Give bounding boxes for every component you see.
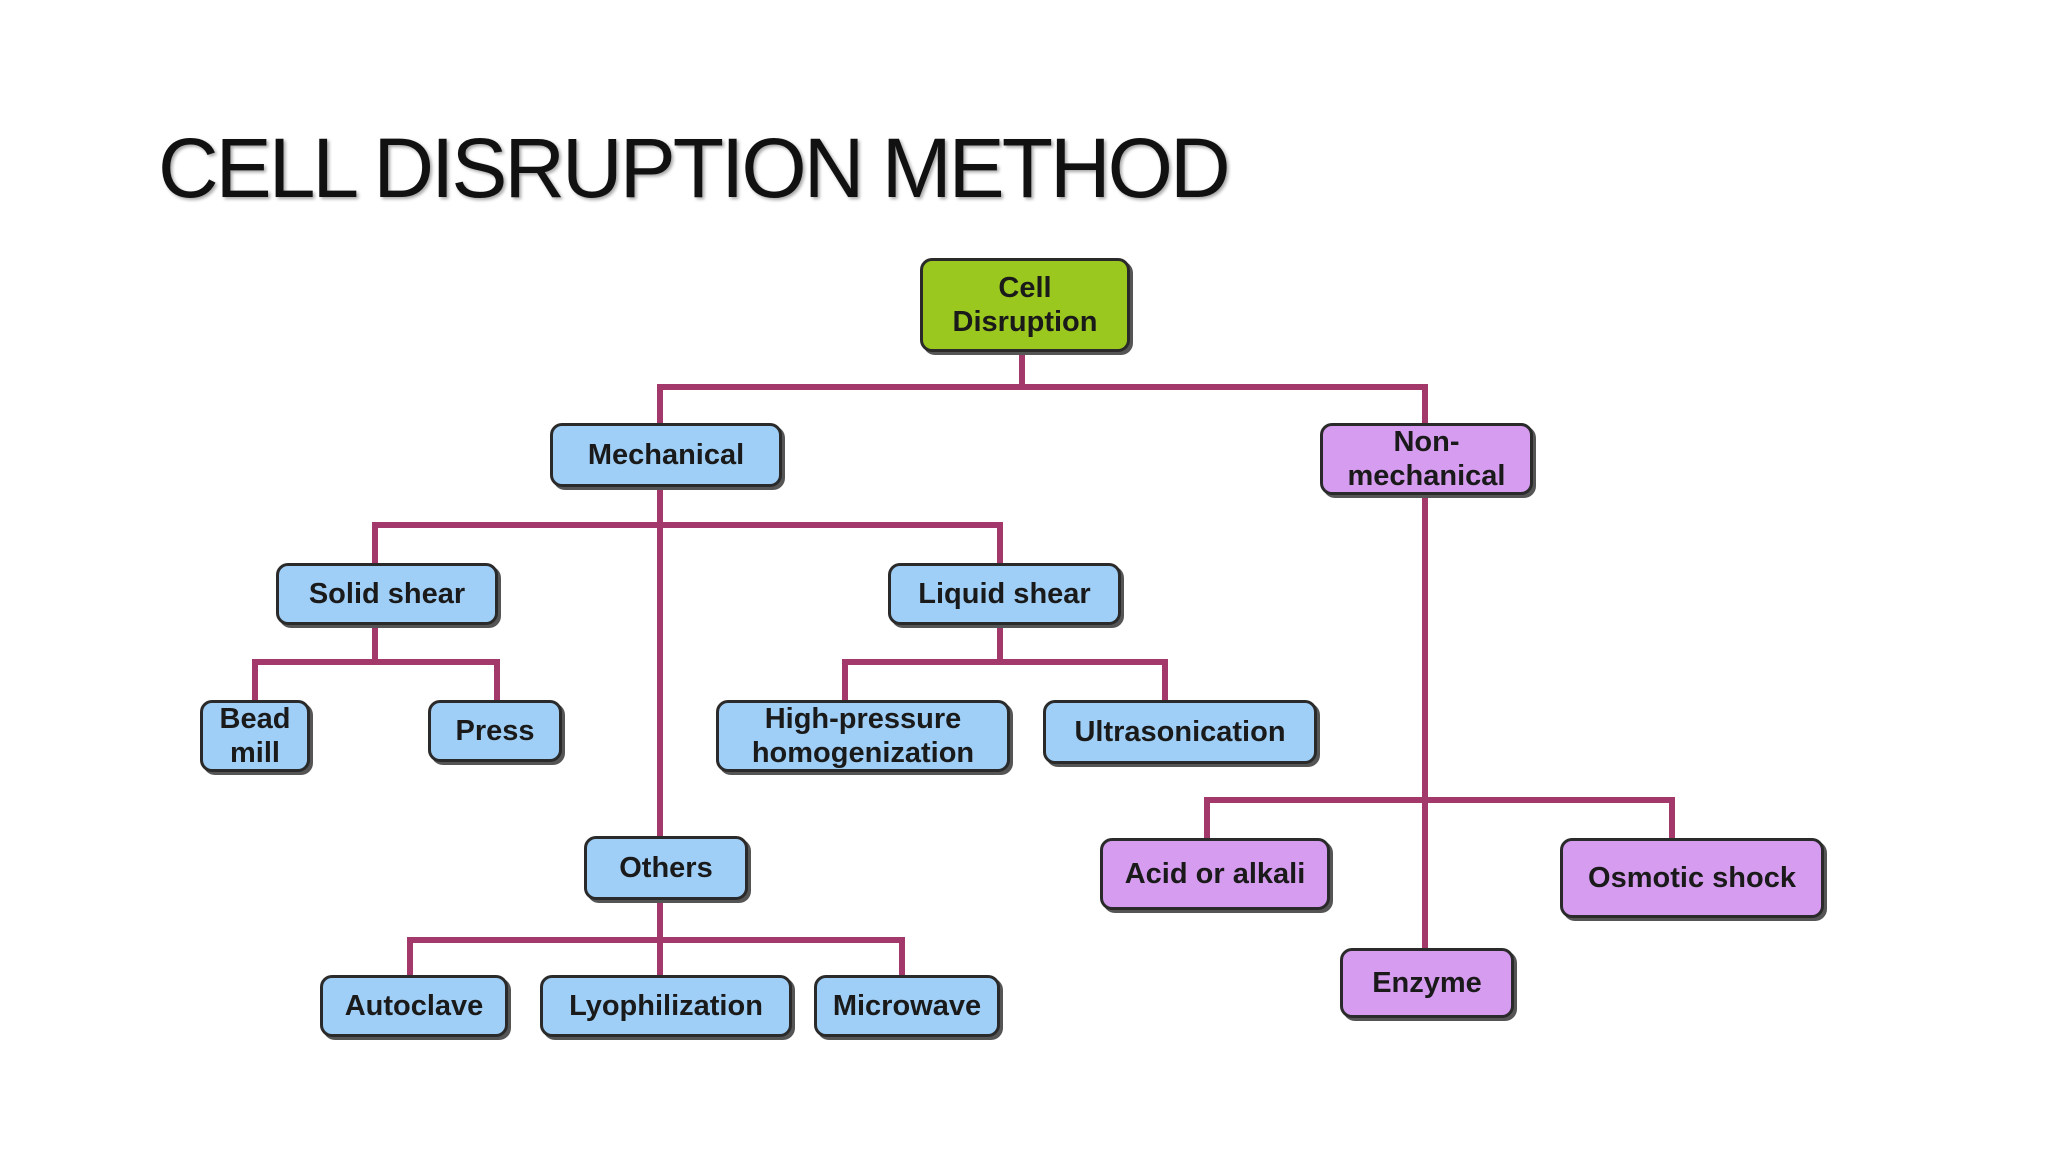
node-ultrasonication: Ultrasonication — [1043, 700, 1317, 764]
slide-title: CELL DISRUPTION METHOD — [158, 121, 1231, 215]
node-press: Press — [428, 700, 562, 762]
node-high-pressure-homogenization: High-pressure homogenization — [716, 700, 1010, 772]
node-others: Others — [584, 836, 748, 900]
node-autoclave: Autoclave — [320, 975, 508, 1037]
node-enzyme: Enzyme — [1340, 948, 1514, 1018]
node-cell-disruption: Cell Disruption — [920, 258, 1130, 352]
node-solid-shear: Solid shear — [276, 563, 498, 625]
node-non-mechanical: Non- mechanical — [1320, 423, 1533, 495]
node-osmotic-shock: Osmotic shock — [1560, 838, 1824, 918]
node-bead-mill: Bead mill — [200, 700, 310, 772]
node-mechanical: Mechanical — [550, 423, 782, 487]
node-microwave: Microwave — [814, 975, 1000, 1037]
node-liquid-shear: Liquid shear — [888, 563, 1121, 625]
node-lyophilization: Lyophilization — [540, 975, 792, 1037]
node-acid-or-alkali: Acid or alkali — [1100, 838, 1330, 910]
